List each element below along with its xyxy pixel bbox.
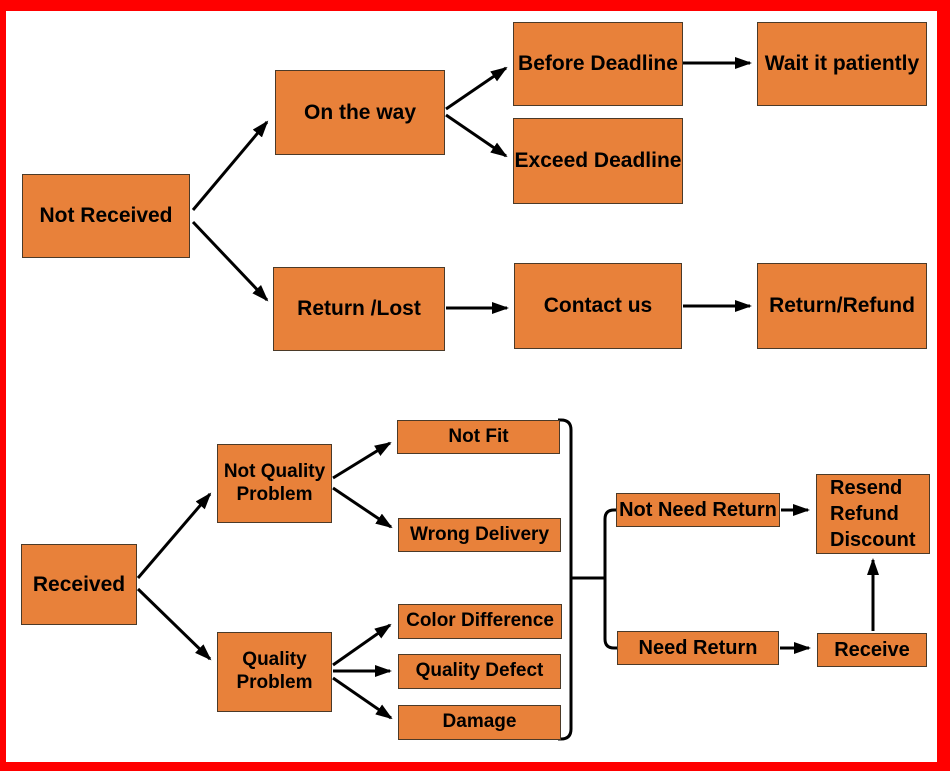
- node-label: Return /Lost: [297, 297, 421, 321]
- edge-not-received-on-the-way: [191, 120, 269, 211]
- node-label: Contact us: [543, 294, 653, 318]
- node-label: Not Quality Problem: [223, 460, 326, 505]
- edge-on-the-way-before-deadline: [445, 66, 508, 111]
- edge-quality-problem-color-difference: [332, 623, 392, 667]
- node-label: Color Difference: [406, 610, 554, 632]
- edge-not-received-return-lost: [191, 220, 269, 302]
- node-not-need-return: Not Need Return: [616, 493, 780, 527]
- node-on-the-way: On the way: [275, 70, 445, 155]
- group-bracket: [558, 418, 573, 741]
- node-resend-refund-discount: Resend Refund Discount: [816, 474, 930, 554]
- node-label: Received: [32, 572, 126, 596]
- node-label: Not Need Return: [619, 499, 777, 521]
- node-not-received: Not Received: [22, 174, 190, 258]
- edge-not-quality-problem-not-fit: [332, 441, 392, 480]
- node-receive: Receive: [817, 633, 927, 667]
- edge-quality-problem-damage: [332, 676, 393, 720]
- node-before-deadline: Before Deadline: [513, 22, 683, 106]
- node-label: Exceed Deadline: [514, 149, 682, 173]
- node-wrong-delivery: Wrong Delivery: [398, 518, 561, 552]
- node-return-refund: Return/Refund: [757, 263, 927, 349]
- node-label: Receive: [834, 639, 910, 661]
- node-quality-problem: Quality Problem: [217, 632, 332, 712]
- node-contact-us: Contact us: [514, 263, 682, 349]
- edge-received-not-quality-problem: [136, 492, 212, 579]
- node-damage: Damage: [398, 705, 561, 740]
- node-label: Not Fit: [448, 425, 509, 447]
- node-exceed-deadline: Exceed Deadline: [513, 118, 683, 204]
- node-label: On the way: [303, 100, 417, 124]
- node-label: Resend Refund Discount: [830, 477, 916, 551]
- node-color-difference: Color Difference: [398, 604, 562, 639]
- node-label: Damage: [442, 711, 517, 733]
- edge-on-the-way-exceed-deadline: [445, 113, 508, 158]
- node-received: Received: [21, 544, 137, 625]
- node-label: Wait it patiently: [764, 52, 920, 76]
- node-return-lost: Return /Lost: [273, 267, 445, 351]
- edge-received-quality-problem: [136, 587, 212, 661]
- node-label: Before Deadline: [518, 52, 678, 76]
- node-not-quality-problem: Not Quality Problem: [217, 444, 332, 523]
- node-label: Return/Refund: [769, 294, 915, 318]
- node-label: Quality Defect: [415, 660, 544, 682]
- node-label: Quality Problem: [236, 649, 313, 693]
- node-label: Need Return: [638, 637, 758, 659]
- node-label: Wrong Delivery: [409, 523, 550, 545]
- node-quality-defect: Quality Defect: [398, 654, 561, 689]
- edge-not-quality-problem-wrong-delivery: [332, 486, 393, 529]
- node-label: Not Received: [39, 204, 173, 228]
- node-not-fit: Not Fit: [397, 420, 560, 454]
- node-need-return: Need Return: [617, 631, 779, 665]
- split-bracket: [603, 508, 618, 650]
- node-wait-it-patiently: Wait it patiently: [757, 22, 927, 106]
